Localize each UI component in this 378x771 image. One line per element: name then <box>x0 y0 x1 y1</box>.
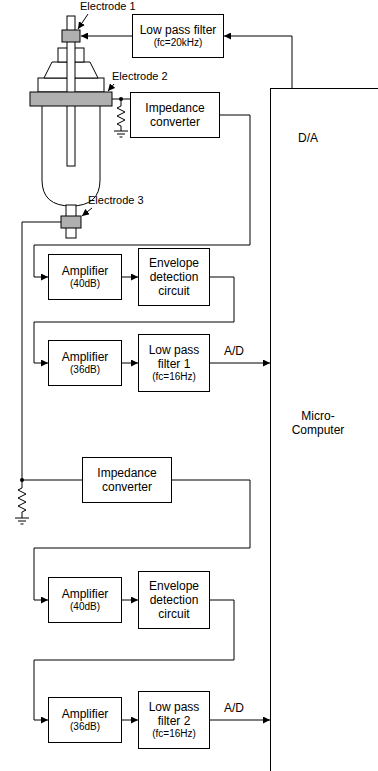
port-label: D/A <box>298 132 318 145</box>
drive-wire <box>81 36 132 37</box>
box-title: Amplifier <box>62 350 109 364</box>
box-note: (fc=16Hz) <box>152 728 196 740</box>
ground-symbol <box>114 131 128 137</box>
electrode-label: Electrode 1 <box>80 0 136 13</box>
converter-box: Impedance converter <box>130 92 220 138</box>
box-note: (fc=20kHz) <box>154 37 203 49</box>
amplifier-box: Amplifier(36dB) <box>48 697 122 743</box>
amplifier-box: Amplifier(36dB) <box>48 340 122 386</box>
box-note: (36dB) <box>70 721 100 733</box>
signal-connector <box>210 363 270 364</box>
box-title: Low pass filter 1 <box>142 343 206 371</box>
port-label: A/D <box>224 345 244 358</box>
signal-connector <box>122 277 138 278</box>
converter-box: Impedance converter <box>82 457 172 503</box>
signal-connector <box>122 600 138 601</box>
signal-connector <box>224 36 292 88</box>
box-title: Low pass filter 2 <box>142 700 206 728</box>
computer-box: Micro-Computer <box>270 88 378 771</box>
filter-box: Low pass filter 1(fc=16Hz) <box>138 334 210 392</box>
box-title: Impedance converter <box>86 466 168 494</box>
box-title: Envelope detection circuit <box>142 256 206 298</box>
leader-line <box>78 14 88 29</box>
electrode-band <box>30 92 112 106</box>
box-note: (36dB) <box>70 364 100 376</box>
box-title: Low pass filter <box>140 23 217 37</box>
filter-box: Low pass filter 2(fc=16Hz) <box>138 691 210 749</box>
signal-connector <box>122 363 138 364</box>
signal-connector <box>122 720 138 721</box>
box-title: Amplifier <box>62 264 109 278</box>
electrode-label: Electrode 3 <box>88 194 144 207</box>
box-note: (40dB) <box>70 278 100 290</box>
filter-box: Low pass filter(fc=20kHz) <box>132 14 224 58</box>
amplifier-box: Amplifier(40dB) <box>48 254 122 300</box>
ground-symbol <box>15 518 29 524</box>
detector-box: Envelope detection circuit <box>138 571 210 629</box>
leader-line <box>108 84 114 91</box>
box-note: (40dB) <box>70 601 100 613</box>
electrode-label: Electrode 2 <box>112 70 168 83</box>
port-label: A/D <box>224 702 244 715</box>
electrode-band <box>61 216 81 228</box>
box-title: Envelope detection circuit <box>142 579 206 621</box>
resistor-symbol <box>18 480 26 518</box>
resistor-symbol <box>117 99 125 131</box>
amplifier-box: Amplifier(40dB) <box>48 577 122 623</box>
box-title: Impedance converter <box>134 101 216 129</box>
leader-line <box>82 208 92 216</box>
signal-connector <box>210 720 270 721</box>
electrode-band <box>62 30 80 42</box>
box-note: (fc=16Hz) <box>152 371 196 383</box>
box-title: Amplifier <box>62 587 109 601</box>
box-title: Amplifier <box>62 707 109 721</box>
detector-box: Envelope detection circuit <box>138 248 210 306</box>
box-title: Micro-Computer <box>283 409 353 437</box>
